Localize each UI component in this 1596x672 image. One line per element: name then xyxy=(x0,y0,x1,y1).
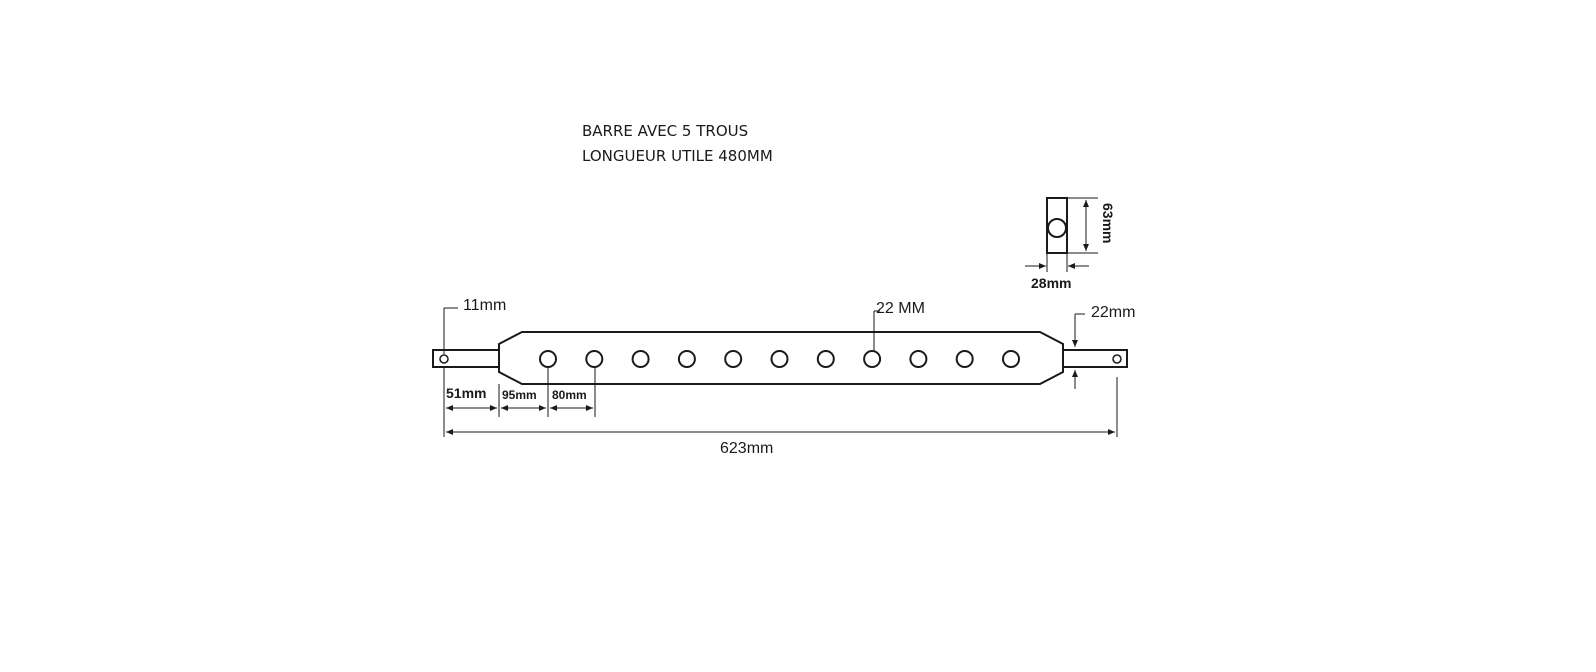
first-hole-offset-label: 95mm xyxy=(502,388,537,402)
section-width-label: 28mm xyxy=(1031,275,1071,291)
bar-hole xyxy=(863,350,882,368)
bar-hole xyxy=(677,350,696,368)
bar-hole xyxy=(539,350,557,368)
bar-hole xyxy=(909,350,928,368)
bar-hole xyxy=(816,350,835,368)
right-end-hole xyxy=(1112,354,1122,364)
bar-hole xyxy=(585,350,604,368)
center-hole-label: 22 MM xyxy=(876,300,925,317)
cross-section-hole xyxy=(1047,218,1067,238)
bar-hole xyxy=(724,350,743,368)
bar-body xyxy=(498,331,1064,385)
section-height-label: 63mm xyxy=(1100,203,1116,243)
bar-hole xyxy=(1002,350,1020,368)
left-end-hole xyxy=(439,354,449,364)
bar-hole xyxy=(631,350,650,368)
bar-holes xyxy=(539,350,1020,368)
left-offset-label: 51mm xyxy=(446,385,486,401)
right-end-tab xyxy=(1062,349,1128,368)
total-length-label: 623mm xyxy=(720,440,773,457)
bar-hole xyxy=(955,350,974,368)
bar-hole xyxy=(770,350,789,368)
hole-pitch-label: 80mm xyxy=(552,388,587,402)
title-line-2: LONGUEUR UTILE 480MM xyxy=(582,147,773,165)
right-pin-label: 22mm xyxy=(1091,304,1135,321)
cross-section xyxy=(1046,197,1068,254)
title-line-1: BARRE AVEC 5 TROUS xyxy=(582,122,748,140)
left-end-tab xyxy=(432,349,500,368)
end-hole-label: 11mm xyxy=(463,297,506,314)
